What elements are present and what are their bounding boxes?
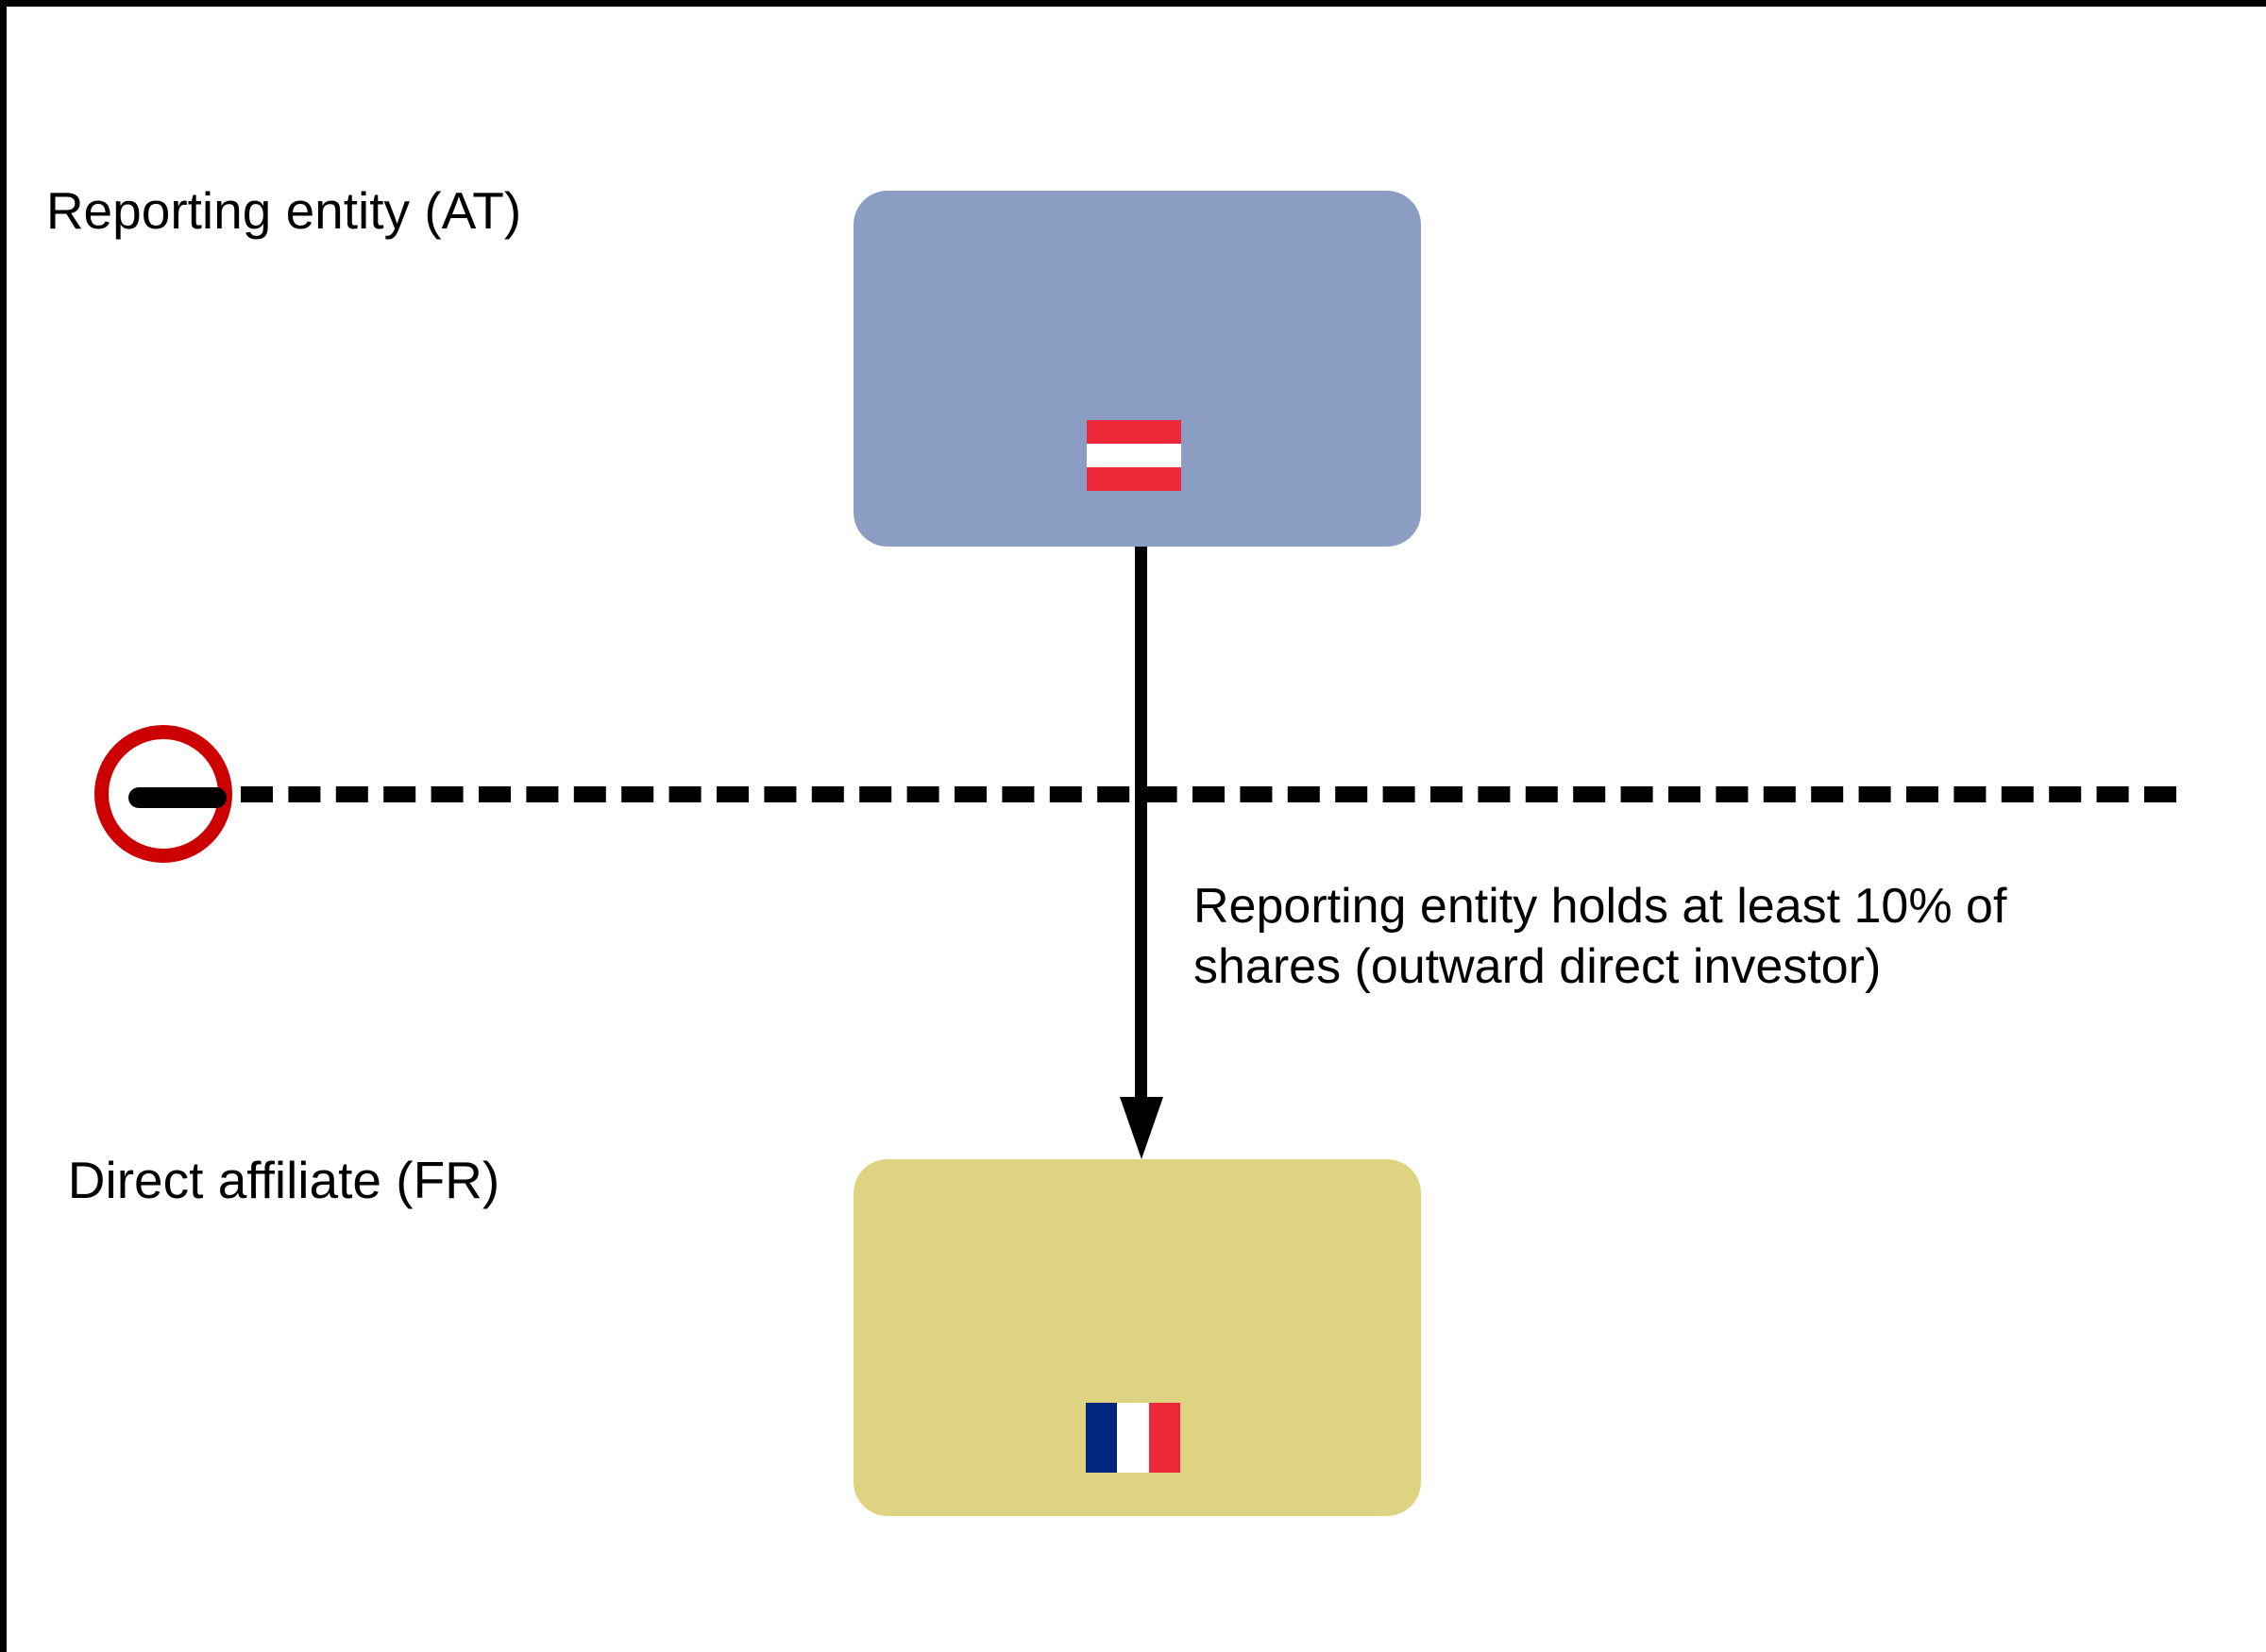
relationship-annotation: Reporting entity holds at least 10% of s… [1193, 876, 2194, 997]
flag-band-blue [1086, 1403, 1118, 1473]
flag-band-white [1117, 1403, 1149, 1473]
relationship-annotation-line-1: Reporting entity holds at least 10% of [1193, 879, 2007, 934]
no-entry-icon [94, 725, 232, 863]
flag-band-white [1087, 444, 1181, 467]
page-frame-top-border [0, 0, 2266, 7]
flag-band-red [1148, 1403, 1180, 1473]
relationship-annotation-line-2: shares (outward direct investor) [1193, 939, 1882, 994]
no-entry-bar [128, 787, 227, 808]
national-border-dashed-line [241, 786, 2176, 802]
relationship-arrow-head-icon [1120, 1097, 1163, 1159]
node-direct-affiliate-label: Direct affiliate (FR) [67, 1151, 500, 1209]
page-frame-left-border [0, 0, 7, 1652]
france-flag-icon [1086, 1403, 1180, 1473]
relationship-arrow-shaft [1135, 547, 1147, 1099]
flag-band-red-bottom [1087, 467, 1181, 491]
austria-flag-icon [1087, 420, 1181, 491]
node-reporting-entity[interactable] [854, 191, 1421, 547]
flag-band-red-top [1087, 420, 1181, 444]
node-reporting-entity-label: Reporting entity (AT) [45, 181, 522, 240]
